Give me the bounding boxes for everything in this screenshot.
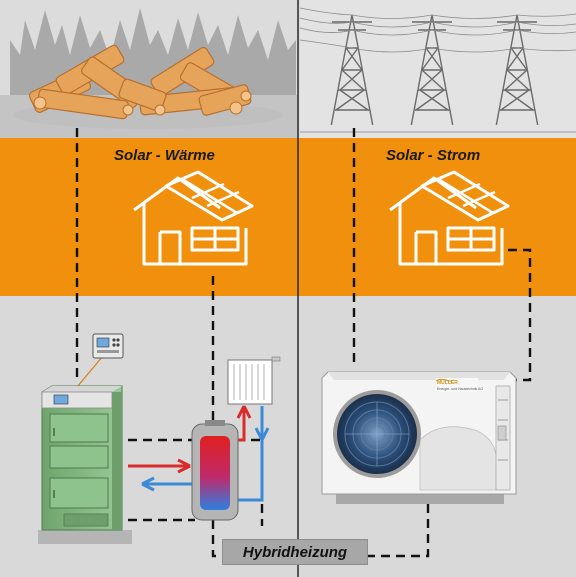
power-lines-background xyxy=(299,0,576,138)
heating-pipes xyxy=(128,405,270,502)
heat-pump-icon xyxy=(321,371,517,504)
radiator-icon xyxy=(227,356,281,405)
orange-band xyxy=(0,138,576,296)
house-solar-thermal-icon xyxy=(133,170,254,266)
solar-power-label: Solar - Strom xyxy=(386,147,481,164)
hybrid-heating-label-box: Hybridheizung xyxy=(222,539,368,565)
heat-pump-brand-subtitle: Energie- und Haustechnik AG xyxy=(437,387,484,391)
house-solar-power-icon xyxy=(389,170,510,266)
heat-pump-brand: MÜLLER xyxy=(437,380,458,386)
woodpile-icon xyxy=(28,44,252,120)
solar-thermal-label: Solar - Wärme xyxy=(114,147,215,164)
controller-icon xyxy=(71,333,124,394)
hybrid-heating-label: Hybridheizung xyxy=(242,543,348,561)
wood-boiler-icon xyxy=(38,385,132,544)
forest-background xyxy=(0,0,298,138)
storage-tank-icon xyxy=(191,420,239,521)
